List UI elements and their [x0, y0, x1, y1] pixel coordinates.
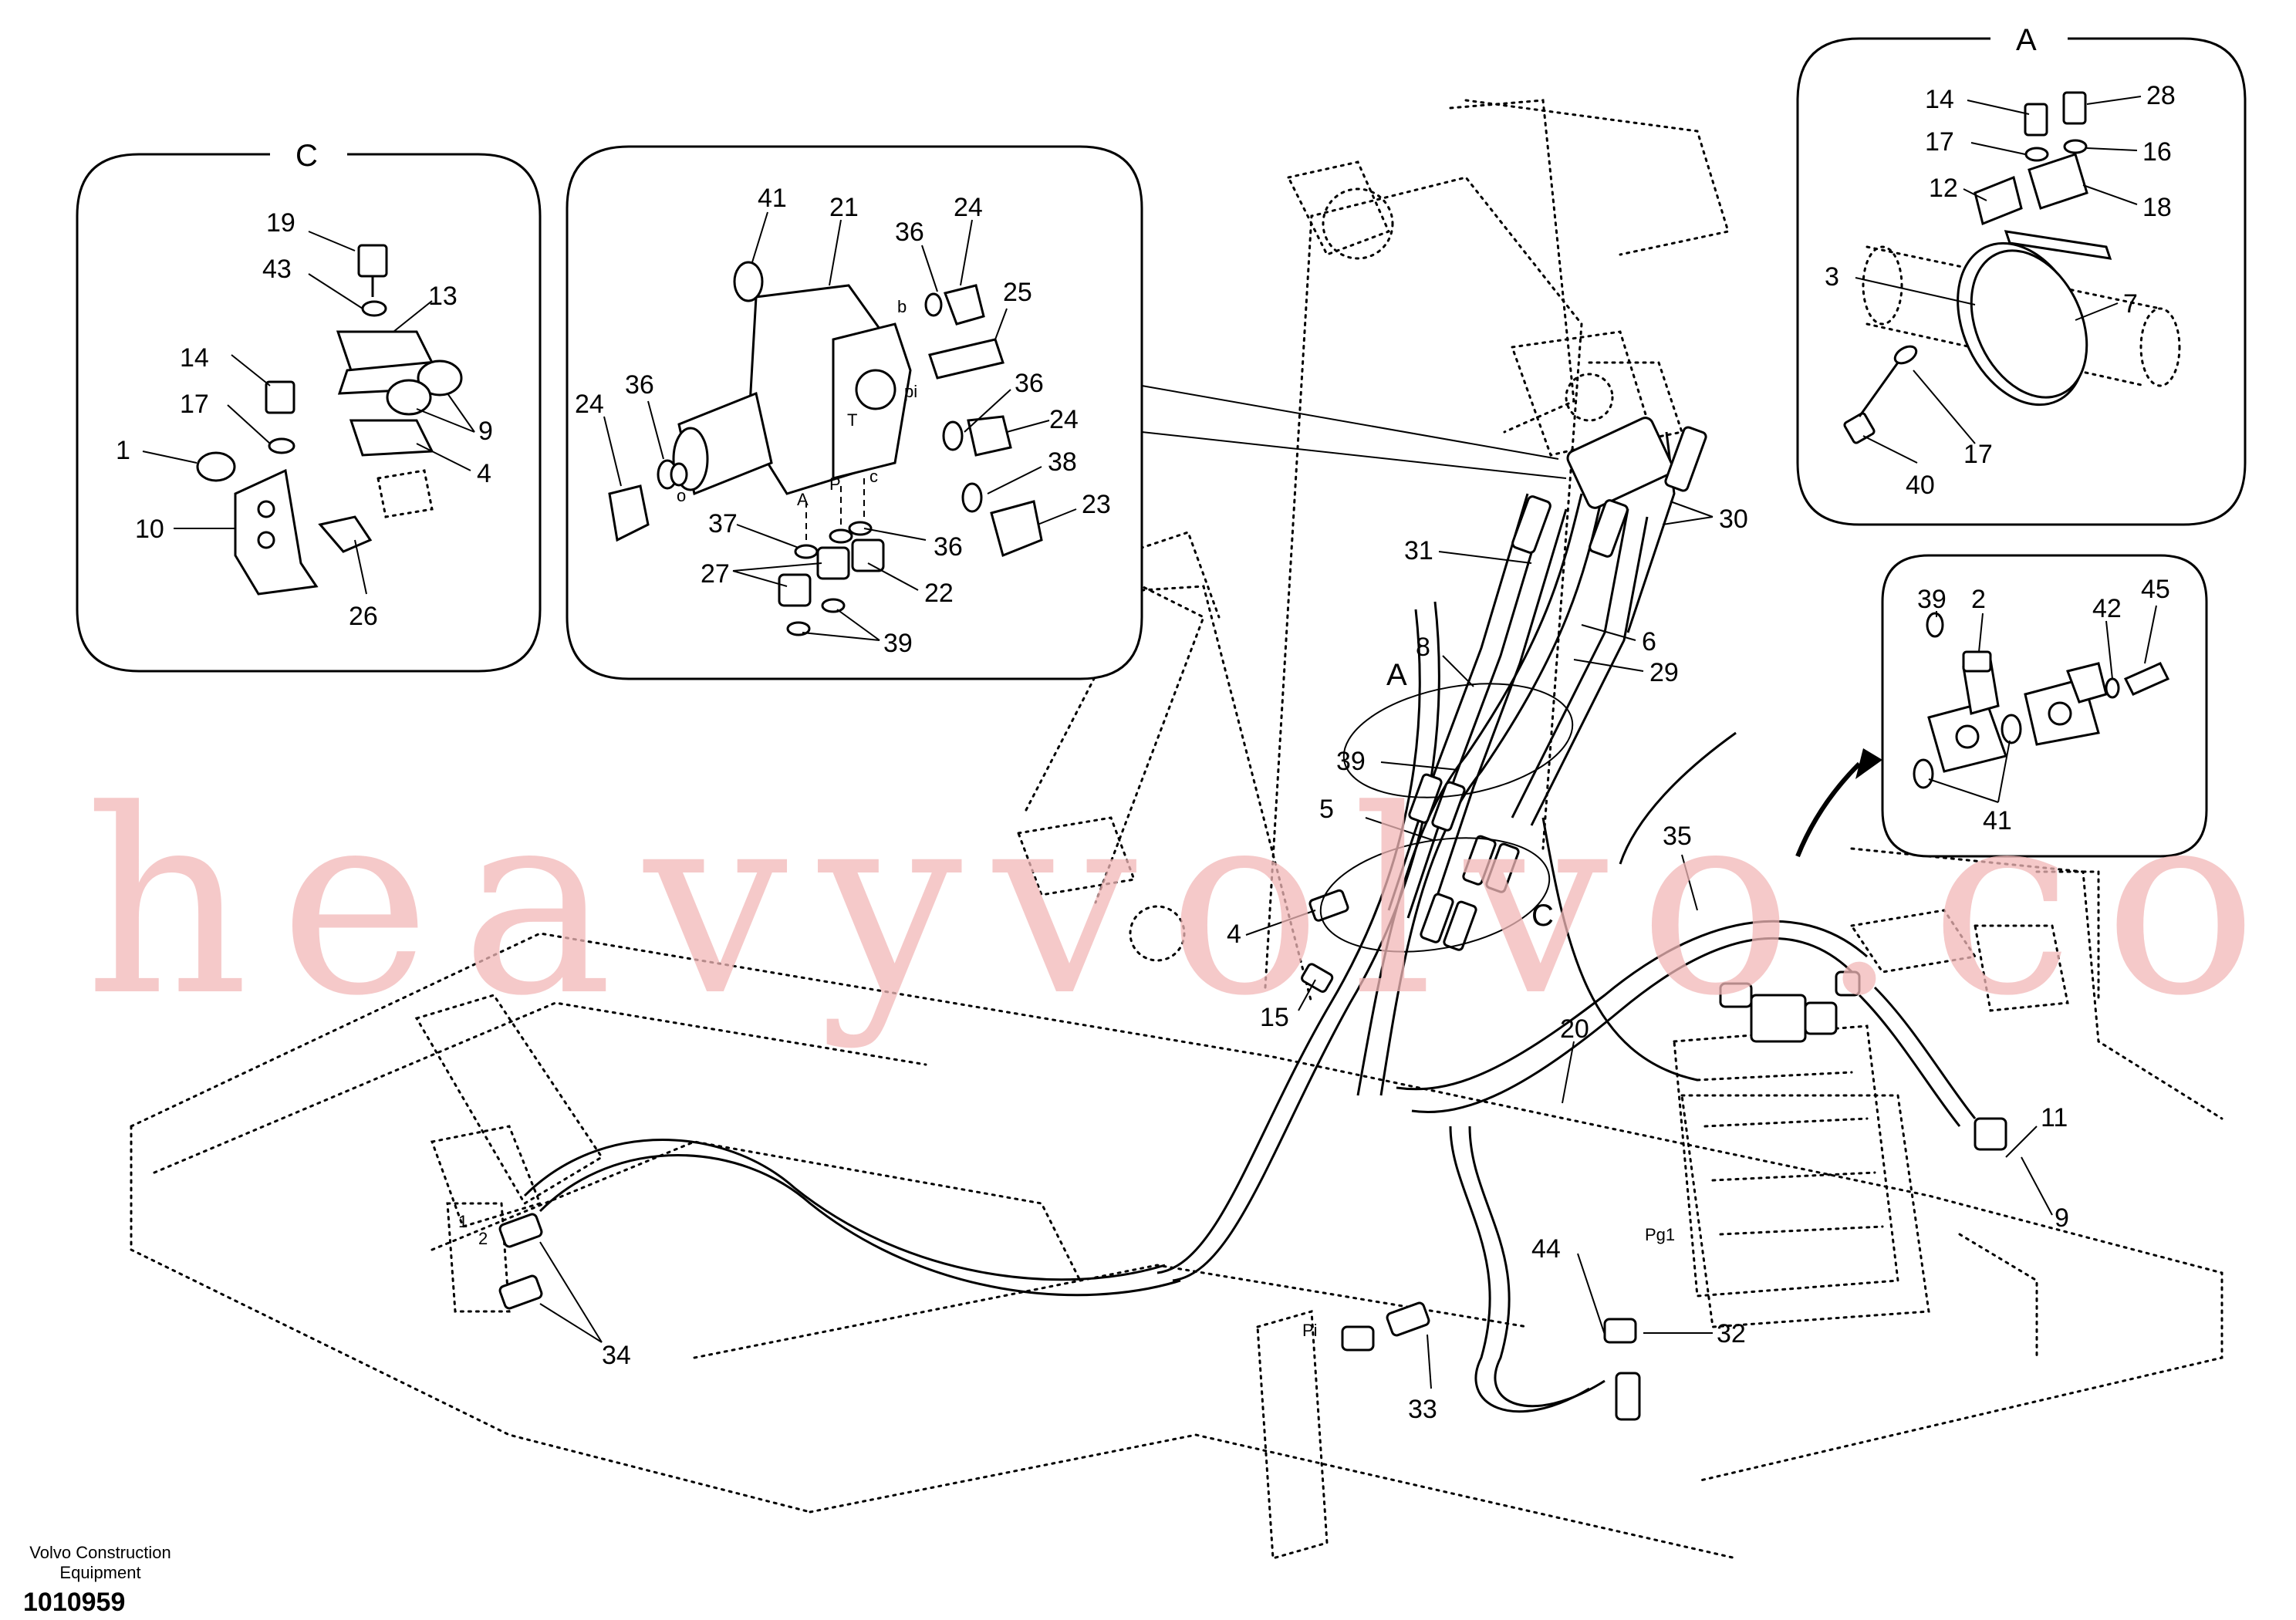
port-c: c: [869, 467, 878, 486]
port-pg1: Pg1: [1645, 1225, 1675, 1244]
a-callout-12: 12: [1929, 174, 1958, 203]
port-t: T: [847, 410, 857, 430]
main-fittings: [498, 417, 2007, 1421]
c-callout-4: 4: [477, 459, 491, 488]
c-callout-26: 26: [349, 602, 378, 631]
c-callout-1: 1: [116, 436, 130, 465]
port-b: b: [897, 297, 907, 316]
machine-structure: [130, 99, 2223, 1560]
port-pi: pi: [904, 382, 917, 401]
v-callout-27: 27: [701, 559, 730, 589]
port-o: o: [677, 486, 686, 505]
c-callout-14: 14: [180, 343, 209, 373]
v-callout-36-top: 36: [895, 218, 924, 247]
port-p: P: [829, 474, 841, 494]
port-pi: Pi: [1302, 1321, 1318, 1340]
a-callout-40: 40: [1906, 471, 1935, 500]
a-callout-28: 28: [2146, 81, 2176, 110]
watermark: heavyvolvo.com: [85, 755, 2296, 1051]
v-callout-24-l: 24: [575, 390, 604, 419]
figure-number: 1010959: [23, 1588, 126, 1617]
port-2: 2: [478, 1229, 488, 1248]
detail-circles: A C: [1319, 658, 1574, 953]
a-callout-3: 3: [1825, 262, 1839, 292]
callout-35: 35: [1663, 822, 1692, 851]
port-1: 1: [458, 1212, 468, 1231]
callout-5: 5: [1319, 795, 1334, 824]
callout-29: 29: [1649, 658, 1679, 687]
f-callout-42: 42: [2092, 594, 2122, 623]
f-callout-39: 39: [1917, 585, 1947, 614]
v-callout-24-r: 24: [1049, 405, 1079, 434]
a-callout-17-bot: 17: [1963, 440, 1993, 469]
v-callout-25: 25: [1003, 278, 1032, 307]
detail-c-title: C: [295, 139, 318, 173]
a-callout-17-top: 17: [1925, 127, 1954, 157]
hose-lines: [523, 431, 1977, 1413]
port-a: A: [797, 490, 809, 509]
c-callout-17: 17: [180, 390, 209, 419]
v-callout-36-l: 36: [625, 370, 654, 400]
f-callout-41: 41: [1983, 806, 2012, 835]
callout-15: 15: [1260, 1003, 1289, 1032]
callout-11: 11: [2041, 1103, 2068, 1132]
circle-label-c: C: [1531, 899, 1554, 933]
v-callout-24-top: 24: [954, 193, 983, 222]
fitting-detail-panel: 39 2 42 45 41: [1881, 554, 2208, 858]
v-callout-39: 39: [883, 629, 913, 658]
a-callout-7: 7: [2123, 289, 2138, 319]
detail-c-panel: C 19 43 13 14 17 9 1 4 1: [76, 139, 542, 673]
callout-20: 20: [1560, 1014, 1589, 1044]
a-callout-14: 14: [1925, 85, 1954, 114]
v-callout-21: 21: [829, 193, 859, 222]
v-callout-36-r: 36: [1015, 369, 1044, 398]
a-callout-18: 18: [2142, 193, 2172, 222]
c-callout-13: 13: [428, 282, 458, 311]
detail-a-panel: A 14 28 17 16 12 18 3 7 17: [1796, 23, 2247, 526]
callout-31: 31: [1404, 536, 1433, 565]
callout-9: 9: [2055, 1203, 2069, 1233]
main-callouts: 30 31 8 6 29 39 5 4 15 35 20 44 32 33 34…: [458, 501, 2069, 1424]
callout-33: 33: [1408, 1395, 1437, 1424]
v-callout-41: 41: [758, 184, 787, 213]
callout-32: 32: [1717, 1319, 1746, 1348]
valve-detail-panel: b pi T A P c o 41 21 36 24 25 36 24 38 2…: [566, 145, 1567, 680]
c-callout-43: 43: [262, 255, 292, 284]
callout-6: 6: [1642, 627, 1656, 656]
c-callout-10: 10: [135, 515, 164, 544]
c-callout-19: 19: [266, 208, 295, 238]
publisher-label: Volvo Construction Equipment: [29, 1543, 171, 1582]
callout-30: 30: [1719, 505, 1748, 534]
c-callout-9: 9: [478, 417, 493, 446]
a-callout-16: 16: [2142, 137, 2172, 167]
callout-39: 39: [1336, 747, 1366, 776]
callout-8: 8: [1416, 633, 1430, 662]
callout-4: 4: [1227, 920, 1241, 949]
v-callout-23: 23: [1082, 490, 1111, 519]
v-callout-37: 37: [708, 509, 738, 538]
callout-34: 34: [602, 1341, 631, 1370]
v-callout-22: 22: [924, 579, 954, 608]
v-callout-38: 38: [1048, 447, 1077, 477]
f-callout-2: 2: [1971, 585, 1986, 614]
circle-label-a: A: [1386, 658, 1407, 692]
v-callout-36-b: 36: [934, 532, 963, 562]
f-callout-45: 45: [2141, 575, 2170, 604]
callout-44: 44: [1531, 1234, 1561, 1264]
detail-a-title: A: [2016, 23, 2037, 57]
